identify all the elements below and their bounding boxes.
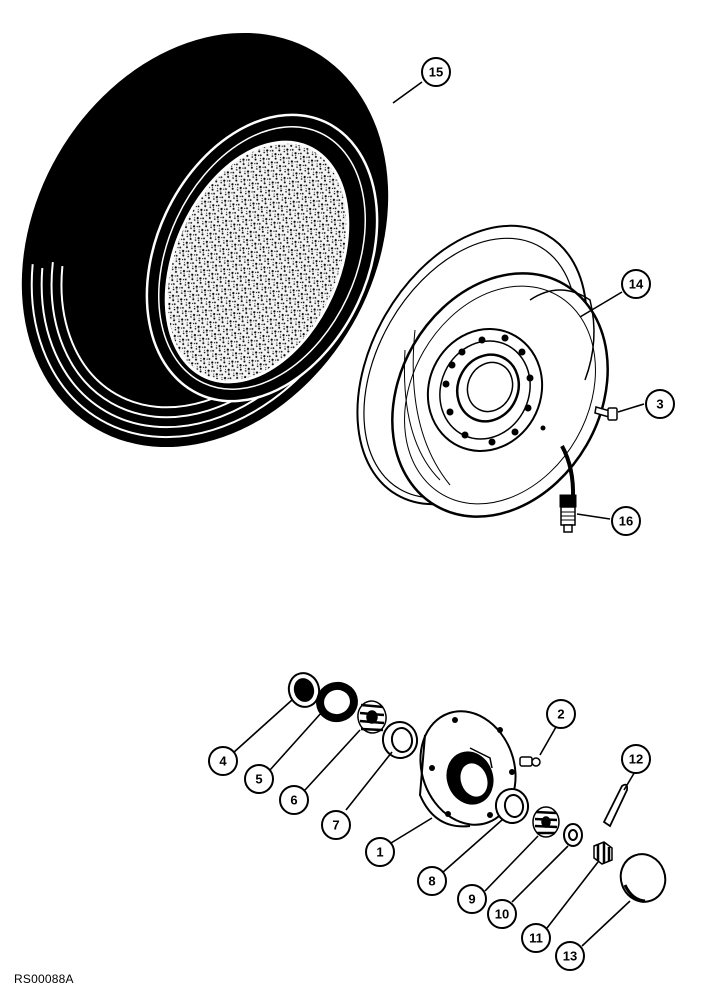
wheel-bolt-illustration [594,406,618,421]
callout-label: 6 [290,793,297,808]
callout-label: 9 [468,892,475,907]
callout-10: 10 [487,899,517,929]
callout-9: 9 [457,884,487,914]
callout-5: 5 [244,764,274,794]
callout-15: 15 [421,57,451,87]
leader-lines [232,81,645,947]
washer-illustration [563,823,583,847]
callout-label: 15 [429,65,443,80]
callout-label: 3 [656,397,663,412]
callout-7: 7 [321,810,351,840]
wheel-rim-illustration [356,224,609,518]
callout-label: 12 [629,752,643,767]
seal-illustration [287,672,321,708]
callout-label: 16 [619,514,633,529]
callout-label: 14 [629,277,644,292]
callout-16: 16 [611,506,641,536]
callout-14: 14 [621,269,651,299]
callout-label: 8 [428,874,435,889]
cotter-pin-illustration [602,783,629,828]
callout-8: 8 [417,866,447,896]
grease-fitting-illustration [519,756,541,767]
callout-4: 4 [208,746,238,776]
callout-label: 7 [332,818,339,833]
callout-label: 13 [563,949,577,964]
valve-stem-illustration [559,445,577,533]
inner-bearing-cone-illustration [357,700,387,734]
hub-cap-illustration [619,853,667,903]
callout-label: 1 [376,845,383,860]
inner-bearing-cup-illustration [381,721,419,759]
callout-3: 3 [645,389,675,419]
outer-bearing-cup-illustration [316,681,358,723]
callout-6: 6 [279,785,309,815]
callout-label: 4 [219,754,227,769]
callout-label: 5 [255,772,262,787]
callout-1: 1 [365,837,395,867]
callout-12: 12 [621,744,651,774]
bearing-cup-illustration [494,788,530,824]
callout-11: 11 [521,923,551,953]
slotted-nut-illustration [593,841,613,865]
callout-2: 2 [546,699,576,729]
callout-13: 13 [555,941,585,971]
bearing-cone-illustration [532,806,560,838]
callout-label: 10 [495,907,509,922]
callout-label: 11 [529,931,543,946]
hub-illustration [418,710,517,828]
callout-label: 2 [557,707,564,722]
reference-code: RS00088A [14,972,74,986]
tire-illustration [21,32,389,448]
